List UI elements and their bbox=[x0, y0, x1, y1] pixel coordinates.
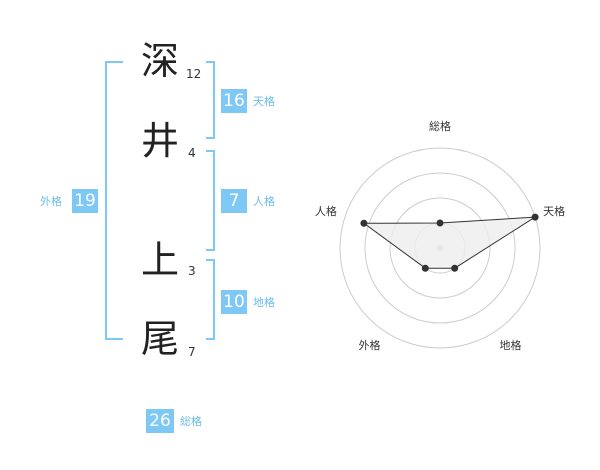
radar-point-1 bbox=[531, 213, 539, 221]
radar-polygon bbox=[362, 216, 536, 269]
radar-ring-2 bbox=[389, 197, 491, 299]
name-char-4: 尾 bbox=[141, 317, 180, 361]
radar-point-2 bbox=[451, 264, 459, 272]
soukaku-value: 26 bbox=[146, 409, 174, 433]
radar-shape bbox=[360, 213, 539, 272]
name-char-1: 深 bbox=[141, 39, 180, 83]
radar-axis-label-4: 人格 bbox=[315, 204, 337, 218]
stroke-count-3: 3 bbox=[188, 264, 196, 278]
radar-axis-label-2: 地格 bbox=[500, 338, 522, 352]
gaikaku-bracket bbox=[105, 61, 123, 340]
tenkaku-bracket bbox=[206, 61, 215, 139]
radar-point-0 bbox=[436, 219, 444, 227]
radar-ring-4 bbox=[339, 147, 541, 349]
radar-point-4 bbox=[360, 219, 368, 227]
chikaku-bracket bbox=[206, 259, 215, 340]
jinkaku-label: 人格 bbox=[253, 195, 275, 208]
radar-point-3 bbox=[421, 264, 429, 272]
name-char-3: 上 bbox=[141, 238, 180, 282]
tenkaku-label: 天格 bbox=[253, 95, 275, 108]
soukaku-label: 総格 bbox=[180, 415, 202, 428]
tenkaku-value: 16 bbox=[221, 89, 247, 113]
radar-ring-3 bbox=[364, 172, 516, 324]
stroke-count-4: 7 bbox=[188, 345, 196, 359]
radar-axis-label-3: 外格 bbox=[359, 338, 381, 352]
radar-axis-label-1: 天格 bbox=[543, 204, 565, 218]
gaikaku-value: 19 bbox=[72, 189, 98, 213]
stroke-count-1: 12 bbox=[186, 67, 202, 81]
chikaku-value: 10 bbox=[221, 290, 247, 314]
jinkaku-value: 7 bbox=[221, 189, 247, 213]
chikaku-label: 地格 bbox=[253, 296, 275, 309]
name-char-2: 井 bbox=[141, 119, 180, 163]
stroke-count-2: 4 bbox=[188, 146, 196, 160]
jinkaku-bracket bbox=[206, 150, 215, 251]
radar-axis-label-0: 総格 bbox=[429, 119, 451, 133]
gaikaku-label: 外格 bbox=[40, 195, 62, 208]
radar-grid bbox=[339, 147, 541, 349]
